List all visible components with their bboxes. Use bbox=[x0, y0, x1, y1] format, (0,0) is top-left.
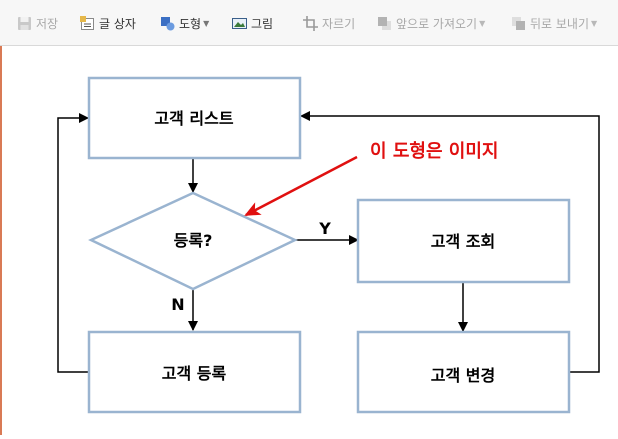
customer-list-box bbox=[87, 76, 302, 160]
save-label: 저장 bbox=[36, 16, 59, 31]
register-decision-diamond bbox=[88, 191, 298, 291]
toolbar: 저장 글 상자 도형 ▼ 그림 자르기 앞으로 가져오기 ▼ bbox=[0, 0, 618, 46]
save-button[interactable]: 저장 bbox=[17, 13, 58, 33]
picture-label: 그림 bbox=[251, 16, 274, 31]
document-canvas: 고객 리스트 등록? 고객 조회 고객 등록 고객 변경 Y N 이 도형은 이… bbox=[0, 46, 618, 435]
bring-forward-icon bbox=[377, 16, 392, 31]
shape-button[interactable]: 도형 ▼ bbox=[160, 13, 209, 33]
connector-change-loop bbox=[300, 111, 600, 373]
bring-forward-label: 앞으로 가져오기 bbox=[396, 16, 478, 31]
flowchart-image[interactable]: 고객 리스트 등록? 고객 조회 고객 등록 고객 변경 Y N 이 도형은 이… bbox=[2, 46, 618, 435]
crop-button[interactable]: 자르기 bbox=[303, 13, 355, 33]
bring-forward-button[interactable]: 앞으로 가져오기 ▼ bbox=[377, 13, 485, 33]
textbox-button[interactable]: 글 상자 bbox=[80, 13, 136, 33]
shape-icon bbox=[160, 16, 175, 31]
picture-button[interactable]: 그림 bbox=[232, 13, 273, 33]
connector-register-loop bbox=[57, 113, 89, 373]
register-question-text: 등록? bbox=[174, 231, 213, 250]
yes-label: Y bbox=[318, 219, 331, 238]
send-backward-label: 뒤로 보내기 bbox=[530, 16, 590, 31]
send-backward-icon bbox=[511, 16, 526, 31]
annotation-arrow bbox=[244, 155, 358, 217]
textbox-icon bbox=[80, 15, 95, 31]
crop-icon bbox=[303, 15, 318, 31]
shape-label: 도형 bbox=[179, 16, 202, 31]
picture-icon bbox=[232, 16, 247, 31]
customer-register-box bbox=[87, 330, 302, 414]
no-label: N bbox=[171, 295, 184, 314]
textbox-label: 글 상자 bbox=[99, 16, 136, 31]
annotation-text: 이 도형은 이미지 bbox=[370, 141, 498, 162]
customer-inquiry-text: 고객 조회 bbox=[431, 232, 495, 251]
chevron-down-icon: ▼ bbox=[591, 18, 598, 28]
customer-change-text: 고객 변경 bbox=[431, 366, 495, 385]
crop-label: 자르기 bbox=[322, 16, 356, 31]
customer-register-text: 고객 등록 bbox=[162, 364, 227, 383]
send-backward-button[interactable]: 뒤로 보내기 ▼ bbox=[511, 13, 597, 33]
chevron-down-icon: ▼ bbox=[203, 18, 210, 28]
chevron-down-icon: ▼ bbox=[479, 18, 486, 28]
save-icon bbox=[17, 16, 32, 31]
customer-change-box bbox=[356, 330, 571, 414]
customer-inquiry-box bbox=[356, 198, 571, 284]
customer-list-text: 고객 리스트 bbox=[154, 109, 233, 128]
